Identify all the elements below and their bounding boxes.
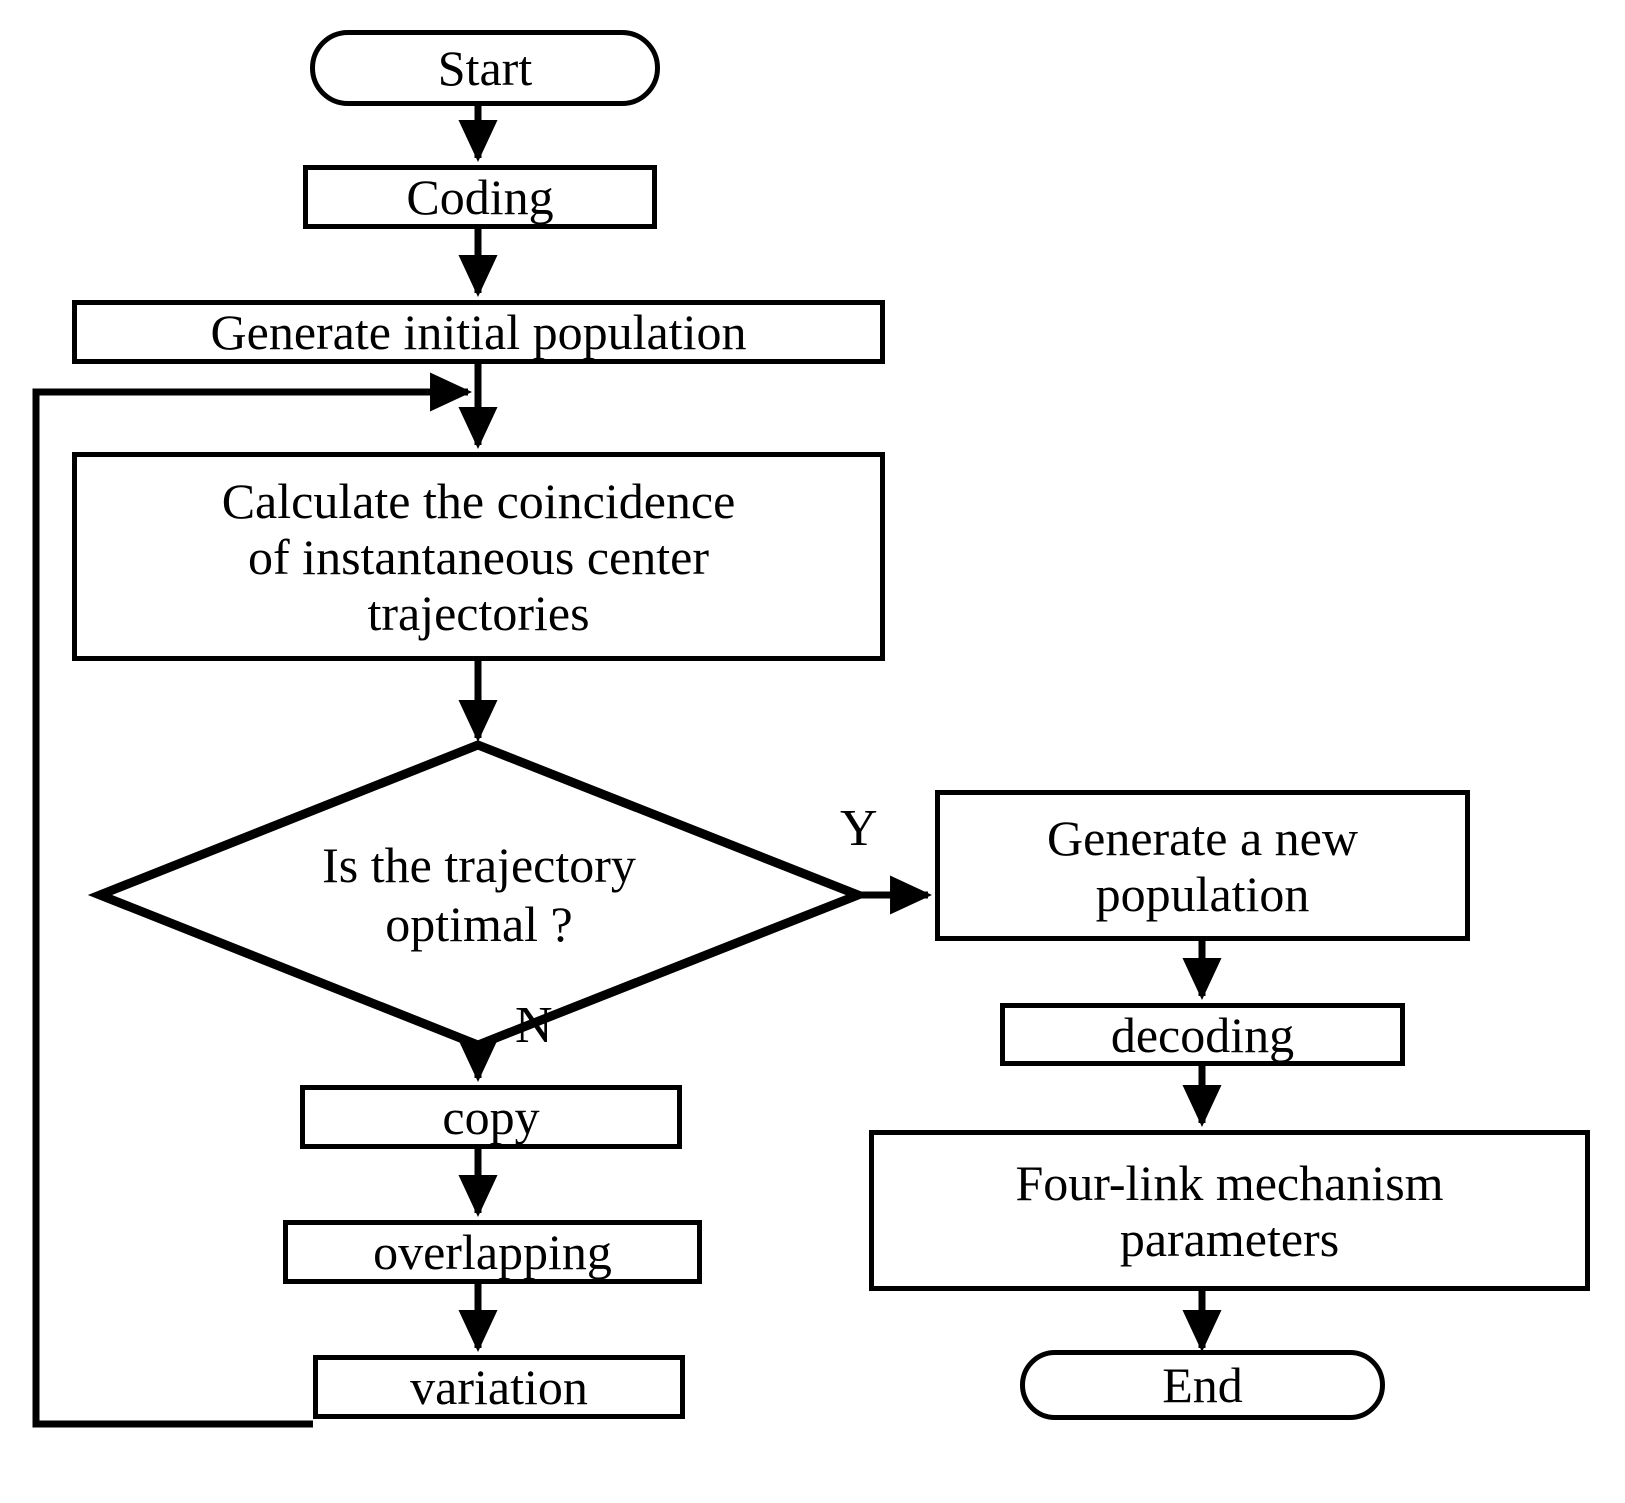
- node-decision-label: Is the trajectory optimal ?: [322, 837, 636, 952]
- node-end-label: End: [1162, 1357, 1243, 1413]
- node-variation-label: variation: [410, 1359, 588, 1415]
- edge-label-yes-text: Y: [840, 800, 878, 857]
- node-calculate-coincidence[interactable]: Calculate the coincidence of instantaneo…: [72, 452, 885, 661]
- node-decision[interactable]: Is the trajectory optimal ?: [100, 745, 858, 1045]
- node-four-link-parameters[interactable]: Four-link mechanism parameters: [869, 1130, 1590, 1291]
- node-decision-label-wrap: Is the trajectory optimal ?: [100, 745, 858, 1045]
- node-copy-label: copy: [442, 1089, 540, 1145]
- node-four-link-parameters-label: Four-link mechanism parameters: [1015, 1154, 1444, 1267]
- node-variation[interactable]: variation: [313, 1355, 685, 1419]
- node-calculate-coincidence-label: Calculate the coincidence of instantaneo…: [221, 472, 736, 641]
- node-overlapping[interactable]: overlapping: [283, 1220, 702, 1284]
- node-copy[interactable]: copy: [300, 1085, 682, 1149]
- node-decoding-label: decoding: [1110, 1006, 1295, 1063]
- edge-label-no: N: [515, 1000, 553, 1052]
- node-decoding[interactable]: decoding: [1000, 1003, 1405, 1066]
- node-coding[interactable]: Coding: [303, 165, 657, 229]
- node-generate-initial-population[interactable]: Generate initial population: [72, 300, 885, 364]
- node-start-label: Start: [437, 40, 533, 96]
- node-start[interactable]: Start: [310, 30, 660, 106]
- node-coding-label: Coding: [406, 169, 554, 225]
- node-overlapping-label: overlapping: [373, 1224, 612, 1280]
- node-end[interactable]: End: [1020, 1350, 1385, 1420]
- node-generate-new-population-label: Generate a new population: [1047, 809, 1358, 922]
- node-generate-new-population[interactable]: Generate a new population: [935, 790, 1470, 941]
- edge-label-yes: Y: [840, 803, 878, 855]
- node-generate-initial-population-label: Generate initial population: [210, 304, 747, 360]
- edge-label-no-text: N: [515, 997, 553, 1054]
